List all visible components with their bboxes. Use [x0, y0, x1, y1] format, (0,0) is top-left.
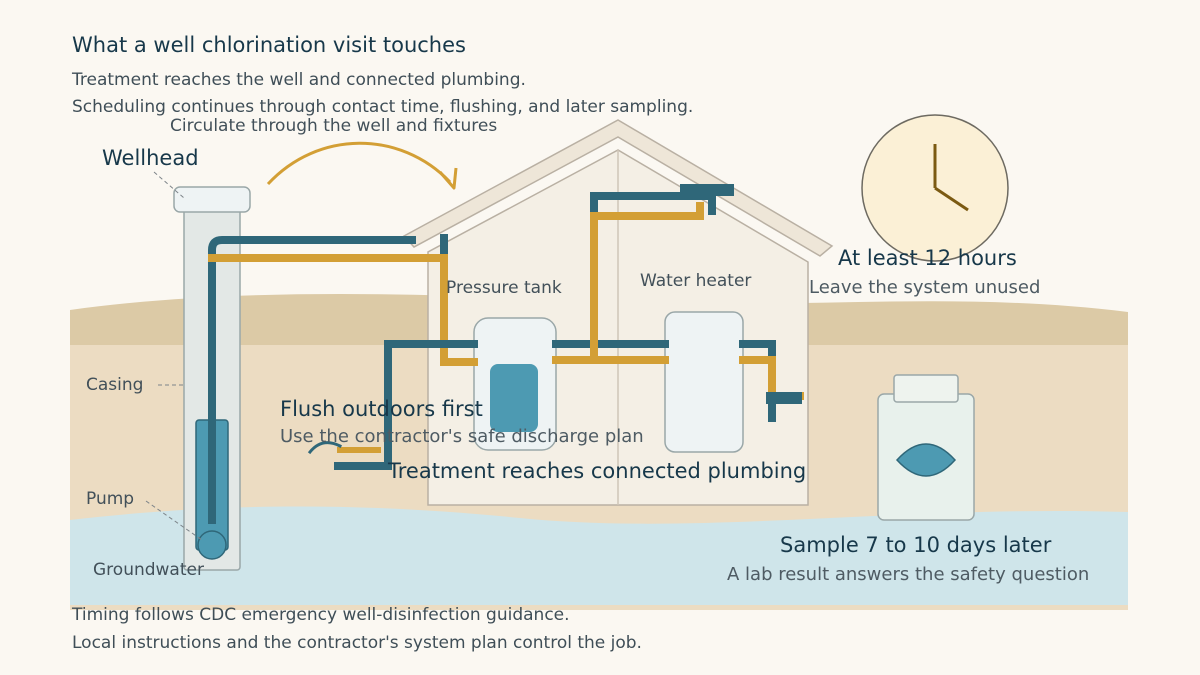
pump-label: Pump — [86, 489, 134, 509]
plumbing-label: Treatment reaches connected plumbing — [387, 459, 806, 483]
wellhead-label: Wellhead — [102, 146, 199, 170]
clock-icon — [861, 114, 1009, 262]
casing-label: Casing — [86, 375, 143, 395]
circulate-label: Circulate through the well and fixtures — [170, 116, 497, 136]
house-roof — [402, 119, 834, 257]
pressure-tank-label: Pressure tank — [446, 278, 562, 298]
flush-sub: Use the contractor's safe discharge plan — [280, 426, 644, 447]
footer-line-2: Local instructions and the contractor's … — [72, 633, 642, 653]
contact-time-sub: Leave the system unused — [809, 277, 1040, 298]
subtitle-line-2: Scheduling continues through contact tim… — [72, 97, 693, 117]
page-title: What a well chlorination visit touches — [72, 33, 466, 57]
pressure-tank-bladder — [490, 364, 538, 432]
sample-sub: A lab result answers the safety question — [727, 564, 1089, 585]
footer-line-1: Timing follows CDC emergency well-disinf… — [71, 605, 570, 625]
groundwater-label: Groundwater — [93, 560, 204, 580]
blue-outdoor-line — [334, 340, 392, 470]
gold-main-pipe — [208, 254, 478, 366]
groundwater-layer — [70, 506, 1128, 605]
blue-main-pipe — [208, 236, 416, 524]
sample-title: Sample 7 to 10 days later — [780, 533, 1052, 557]
wellhead-cap — [173, 186, 251, 213]
subtitle-line-1: Treatment reaches the well and connected… — [71, 70, 526, 90]
pump-end — [197, 530, 227, 560]
water-heater — [664, 311, 744, 453]
water-heater-label: Water heater — [640, 271, 751, 291]
flush-title: Flush outdoors first — [280, 397, 483, 421]
pipes — [208, 184, 804, 524]
arrow-icon — [266, 141, 458, 190]
house — [402, 119, 834, 506]
leader-lines — [145, 171, 203, 541]
contact-time-title: At least 12 hours — [838, 246, 1017, 270]
sample-bottle-icon — [877, 374, 975, 521]
discharge-hose — [307, 441, 343, 455]
gold-riser — [590, 202, 704, 364]
